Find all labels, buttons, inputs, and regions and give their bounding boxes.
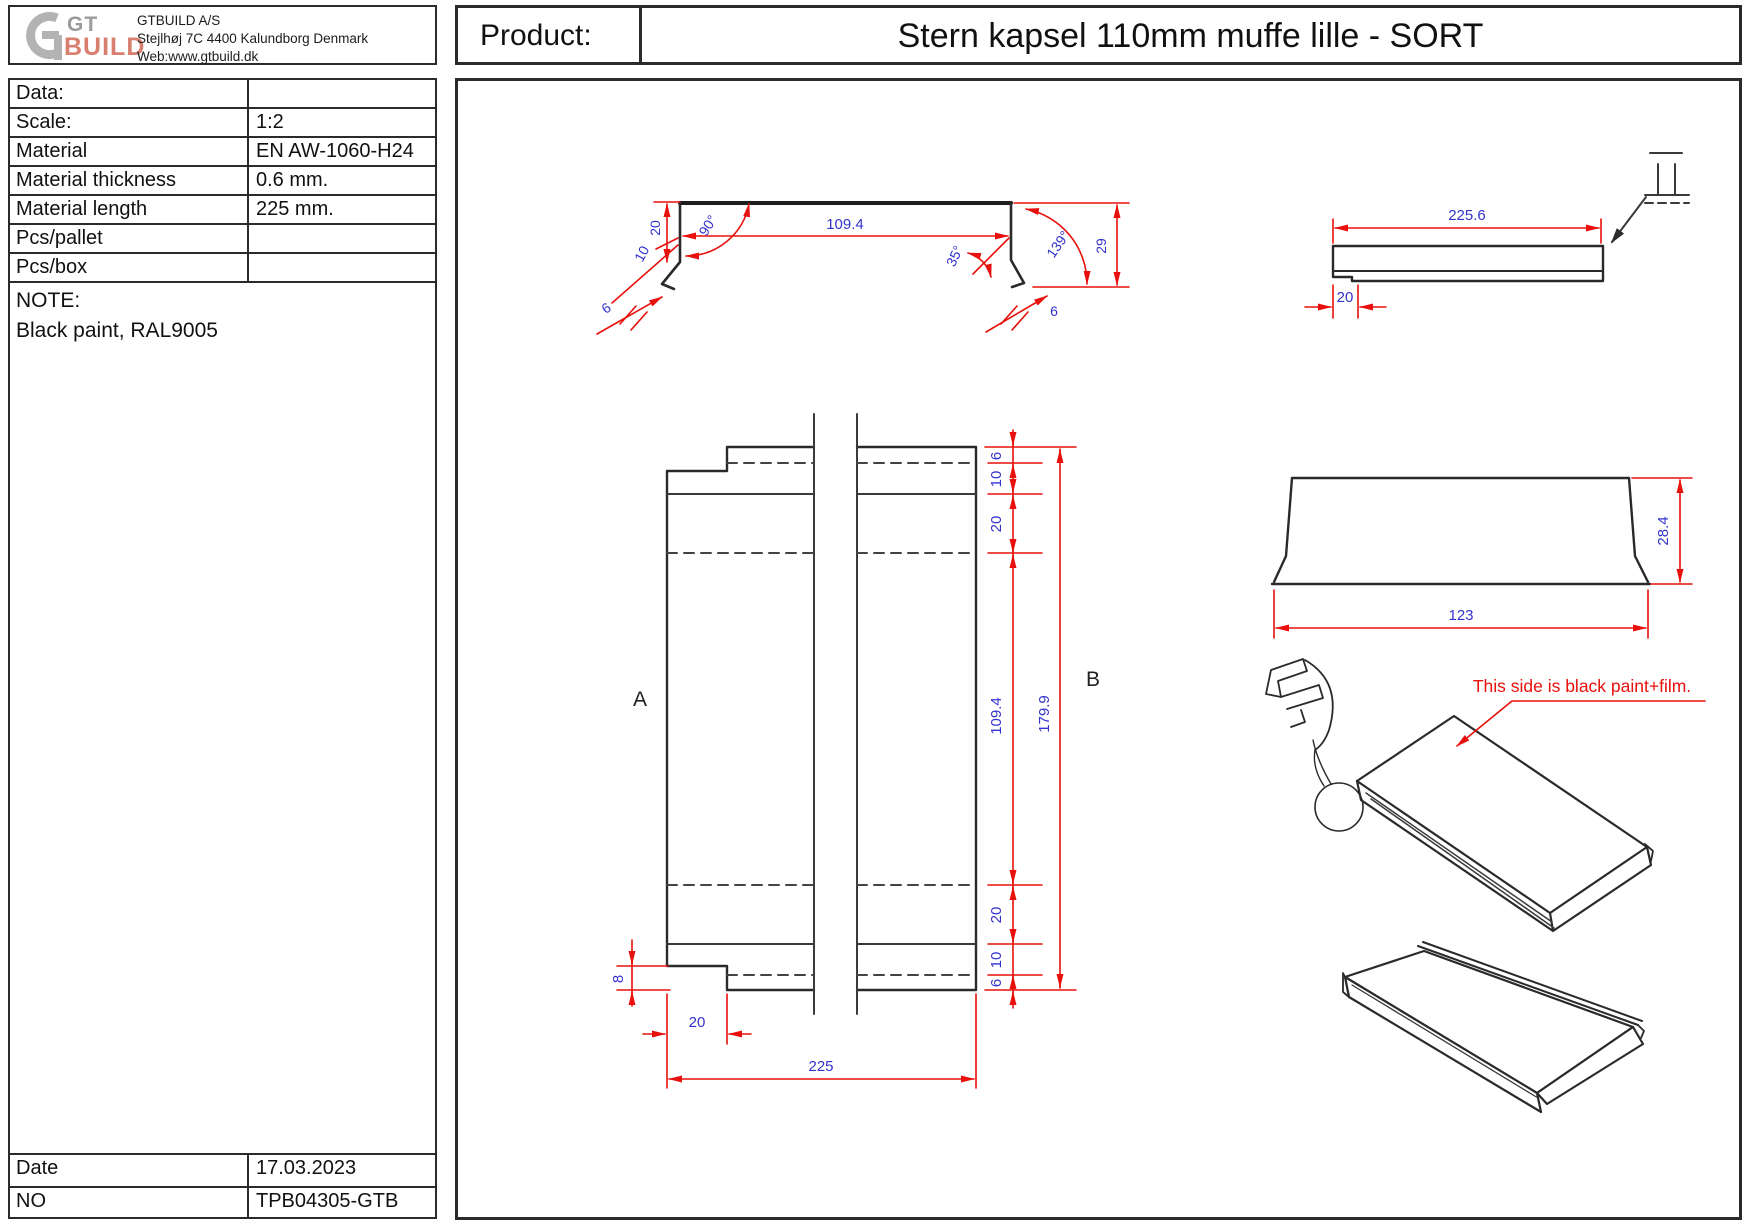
dim-flat-bot6: 6	[988, 979, 1005, 987]
spec-value: 225 mm.	[256, 198, 334, 220]
spec-row-scale: Scale: 1:2	[8, 107, 437, 138]
dim-profile-height: 29	[1093, 238, 1109, 254]
date-label: Date	[16, 1157, 59, 1179]
gtbuild-logo-icon	[26, 12, 62, 60]
product-title-box: Stern kapsel 110mm muffe lille - SORT	[639, 5, 1742, 65]
company-info: GTBUILD A/S Stejlhøj 7C 4400 Kalundborg …	[137, 12, 368, 65]
product-label: Product:	[480, 19, 592, 52]
hem-symbol-icon	[1610, 152, 1690, 244]
spec-value: 1:2	[256, 111, 284, 133]
logo-gt-text: GT	[67, 13, 99, 36]
dim-profile-foot-right: 6	[1050, 303, 1058, 319]
spec-row-length: Material length 225 mm.	[8, 194, 437, 225]
dim-profile-foot-left: 6	[598, 299, 614, 317]
dim-flat-109: 109.4	[988, 697, 1005, 735]
spec-row-data: Data:	[8, 78, 437, 109]
company-name: GTBUILD A/S	[137, 13, 221, 28]
spec-label: Material thickness	[16, 169, 177, 191]
detail-flap	[1265, 658, 1334, 787]
iso-bottom-view	[1342, 941, 1645, 1114]
spec-row-box: Pcs/box	[8, 252, 437, 283]
dim-profile-10: 10	[631, 243, 653, 264]
logo-build-text: BUILD	[64, 33, 146, 61]
date-value: 17.03.2023	[256, 1157, 357, 1179]
company-web: Web:www.gtbuild.dk	[137, 48, 259, 64]
page-title: Stern kapsel 110mm muffe lille - SORT	[897, 17, 1484, 55]
note-box: NOTE: Black paint, RAL9005	[8, 281, 437, 1155]
dim-flat-bot10: 10	[988, 952, 1005, 969]
dim-flat-top10: 10	[988, 471, 1005, 488]
dim-profile-20: 20	[647, 220, 663, 236]
spec-value: EN AW-1060-H24	[256, 140, 414, 162]
dim-end-height: 28.4	[1655, 516, 1672, 545]
spec-label: Scale:	[16, 111, 72, 133]
dim-flat-top20: 20	[988, 516, 1005, 533]
spec-label: Material	[16, 140, 88, 162]
end-view: 123 28.4	[1270, 476, 1693, 639]
strip-view: 225.6 20	[1304, 152, 1690, 319]
dim-profile-angle-left: 90°	[695, 212, 720, 238]
company-address: Stejlhøj 7C 4400 Kalundborg Denmark	[137, 30, 369, 46]
spec-label: Material length	[16, 198, 148, 220]
profile-view: 109.4 90° 20 10 6 35° 139° 29 6	[596, 201, 1130, 335]
spec-row-pallet: Pcs/pallet	[8, 223, 437, 254]
flat-pattern-view: A B 6 10 20 109.4 179.9 20 10 6 8 20 225	[610, 413, 1100, 1089]
dim-profile-angle-35: 35°	[943, 243, 966, 269]
note-title: NOTE:	[16, 289, 81, 312]
no-label: NO	[16, 1190, 46, 1212]
dim-flat-225: 225	[808, 1058, 833, 1075]
dim-strip-length: 225.6	[1448, 207, 1486, 224]
paint-note: This side is black paint+film.	[1473, 676, 1691, 696]
dim-flat-step8: 8	[610, 975, 627, 983]
dim-flat-bot20: 20	[988, 907, 1005, 924]
detail-circle	[1314, 782, 1364, 832]
dim-flat-top6: 6	[988, 452, 1005, 460]
dim-profile-width: 109.4	[826, 216, 864, 233]
spec-label: Data:	[16, 82, 64, 104]
dim-flat-step20: 20	[689, 1014, 706, 1031]
dim-flat-179: 179.9	[1036, 695, 1053, 733]
product-label-box: Product:	[455, 5, 642, 65]
spec-row-material: Material EN AW-1060-H24	[8, 136, 437, 167]
footer-row-date: Date 17.03.2023	[8, 1153, 437, 1188]
no-value: TPB04305-GTB	[256, 1190, 399, 1212]
spec-row-thickness: Material thickness 0.6 mm.	[8, 165, 437, 196]
spec-value: 0.6 mm.	[256, 169, 329, 191]
dim-strip-end: 20	[1337, 289, 1354, 306]
note-body: Black paint, RAL9005	[16, 319, 218, 342]
logo-box: GT BUILD GTBUILD A/S Stejlhøj 7C 4400 Ka…	[8, 5, 437, 65]
spec-label: Pcs/pallet	[16, 227, 103, 249]
flat-label-a: A	[633, 688, 647, 711]
iso-top-view: This side is black paint+film.	[1265, 658, 1706, 933]
footer-row-no: NO TPB04305-GTB	[8, 1186, 437, 1219]
flat-label-b: B	[1086, 668, 1100, 691]
spec-label: Pcs/box	[16, 256, 88, 278]
dim-end-width: 123	[1448, 607, 1473, 624]
